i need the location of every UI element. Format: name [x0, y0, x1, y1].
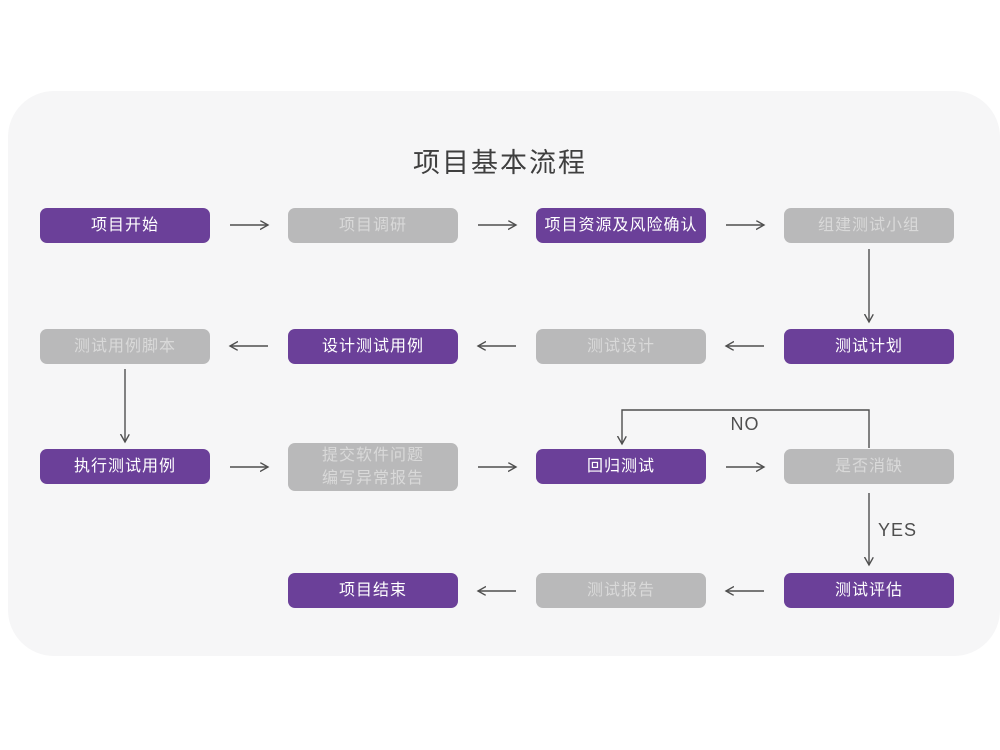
- node-test-evaluation: 测试评估: [784, 573, 954, 608]
- node-project-research: 项目调研: [288, 208, 458, 243]
- branch-label-yes: YES: [878, 520, 918, 540]
- node-resource-risk-confirm: 项目资源及风险确认: [536, 208, 706, 243]
- branch-label-no: NO: [730, 414, 760, 434]
- node-submit-issue-report: 提交软件问题 编写异常报告: [288, 443, 458, 491]
- node-project-end: 项目结束: [288, 573, 458, 608]
- node-project-start: 项目开始: [40, 208, 210, 243]
- node-build-test-team: 组建测试小组: [784, 208, 954, 243]
- node-test-design: 测试设计: [536, 329, 706, 364]
- flowchart-card: [8, 91, 1000, 656]
- node-test-report: 测试报告: [536, 573, 706, 608]
- node-defect-cleared-check: 是否消缺: [784, 449, 954, 484]
- node-test-case-script: 测试用例脚本: [40, 329, 210, 364]
- diagram-title: 项目基本流程: [413, 148, 587, 178]
- node-execute-test-case: 执行测试用例: [40, 449, 210, 484]
- node-test-plan: 测试计划: [784, 329, 954, 364]
- node-design-test-case: 设计测试用例: [288, 329, 458, 364]
- node-regression-test: 回归测试: [536, 449, 706, 484]
